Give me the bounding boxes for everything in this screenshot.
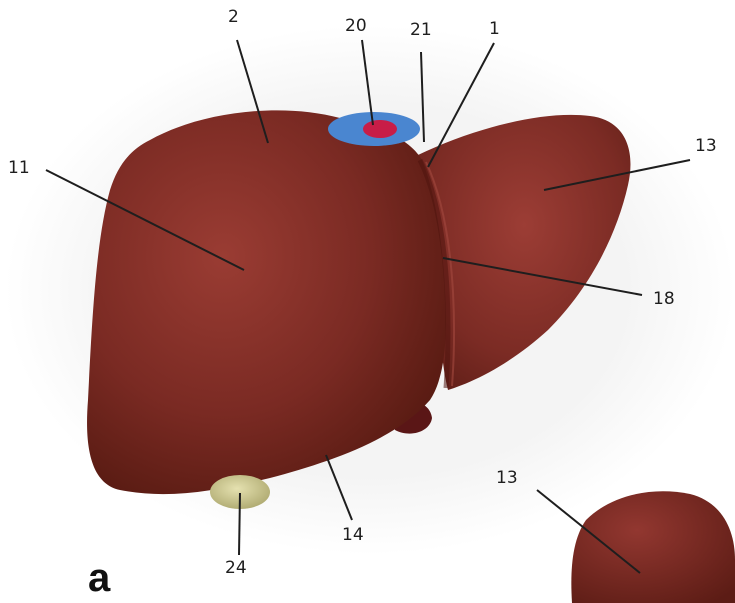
panel-letter: a (88, 558, 110, 598)
label-20: 20 (345, 18, 367, 35)
label-13: 13 (695, 138, 717, 155)
label-2: 2 (228, 9, 239, 26)
label-11: 11 (8, 160, 30, 177)
label-24: 24 (225, 560, 247, 577)
inset-specimen (571, 491, 735, 603)
label-1: 1 (489, 21, 500, 38)
vena-cava-lumen (363, 120, 397, 138)
label-14: 14 (342, 527, 364, 544)
label-13-inset: 13 (496, 470, 518, 487)
label-21: 21 (410, 22, 432, 39)
leader-24 (239, 493, 240, 555)
label-18: 18 (653, 291, 675, 308)
